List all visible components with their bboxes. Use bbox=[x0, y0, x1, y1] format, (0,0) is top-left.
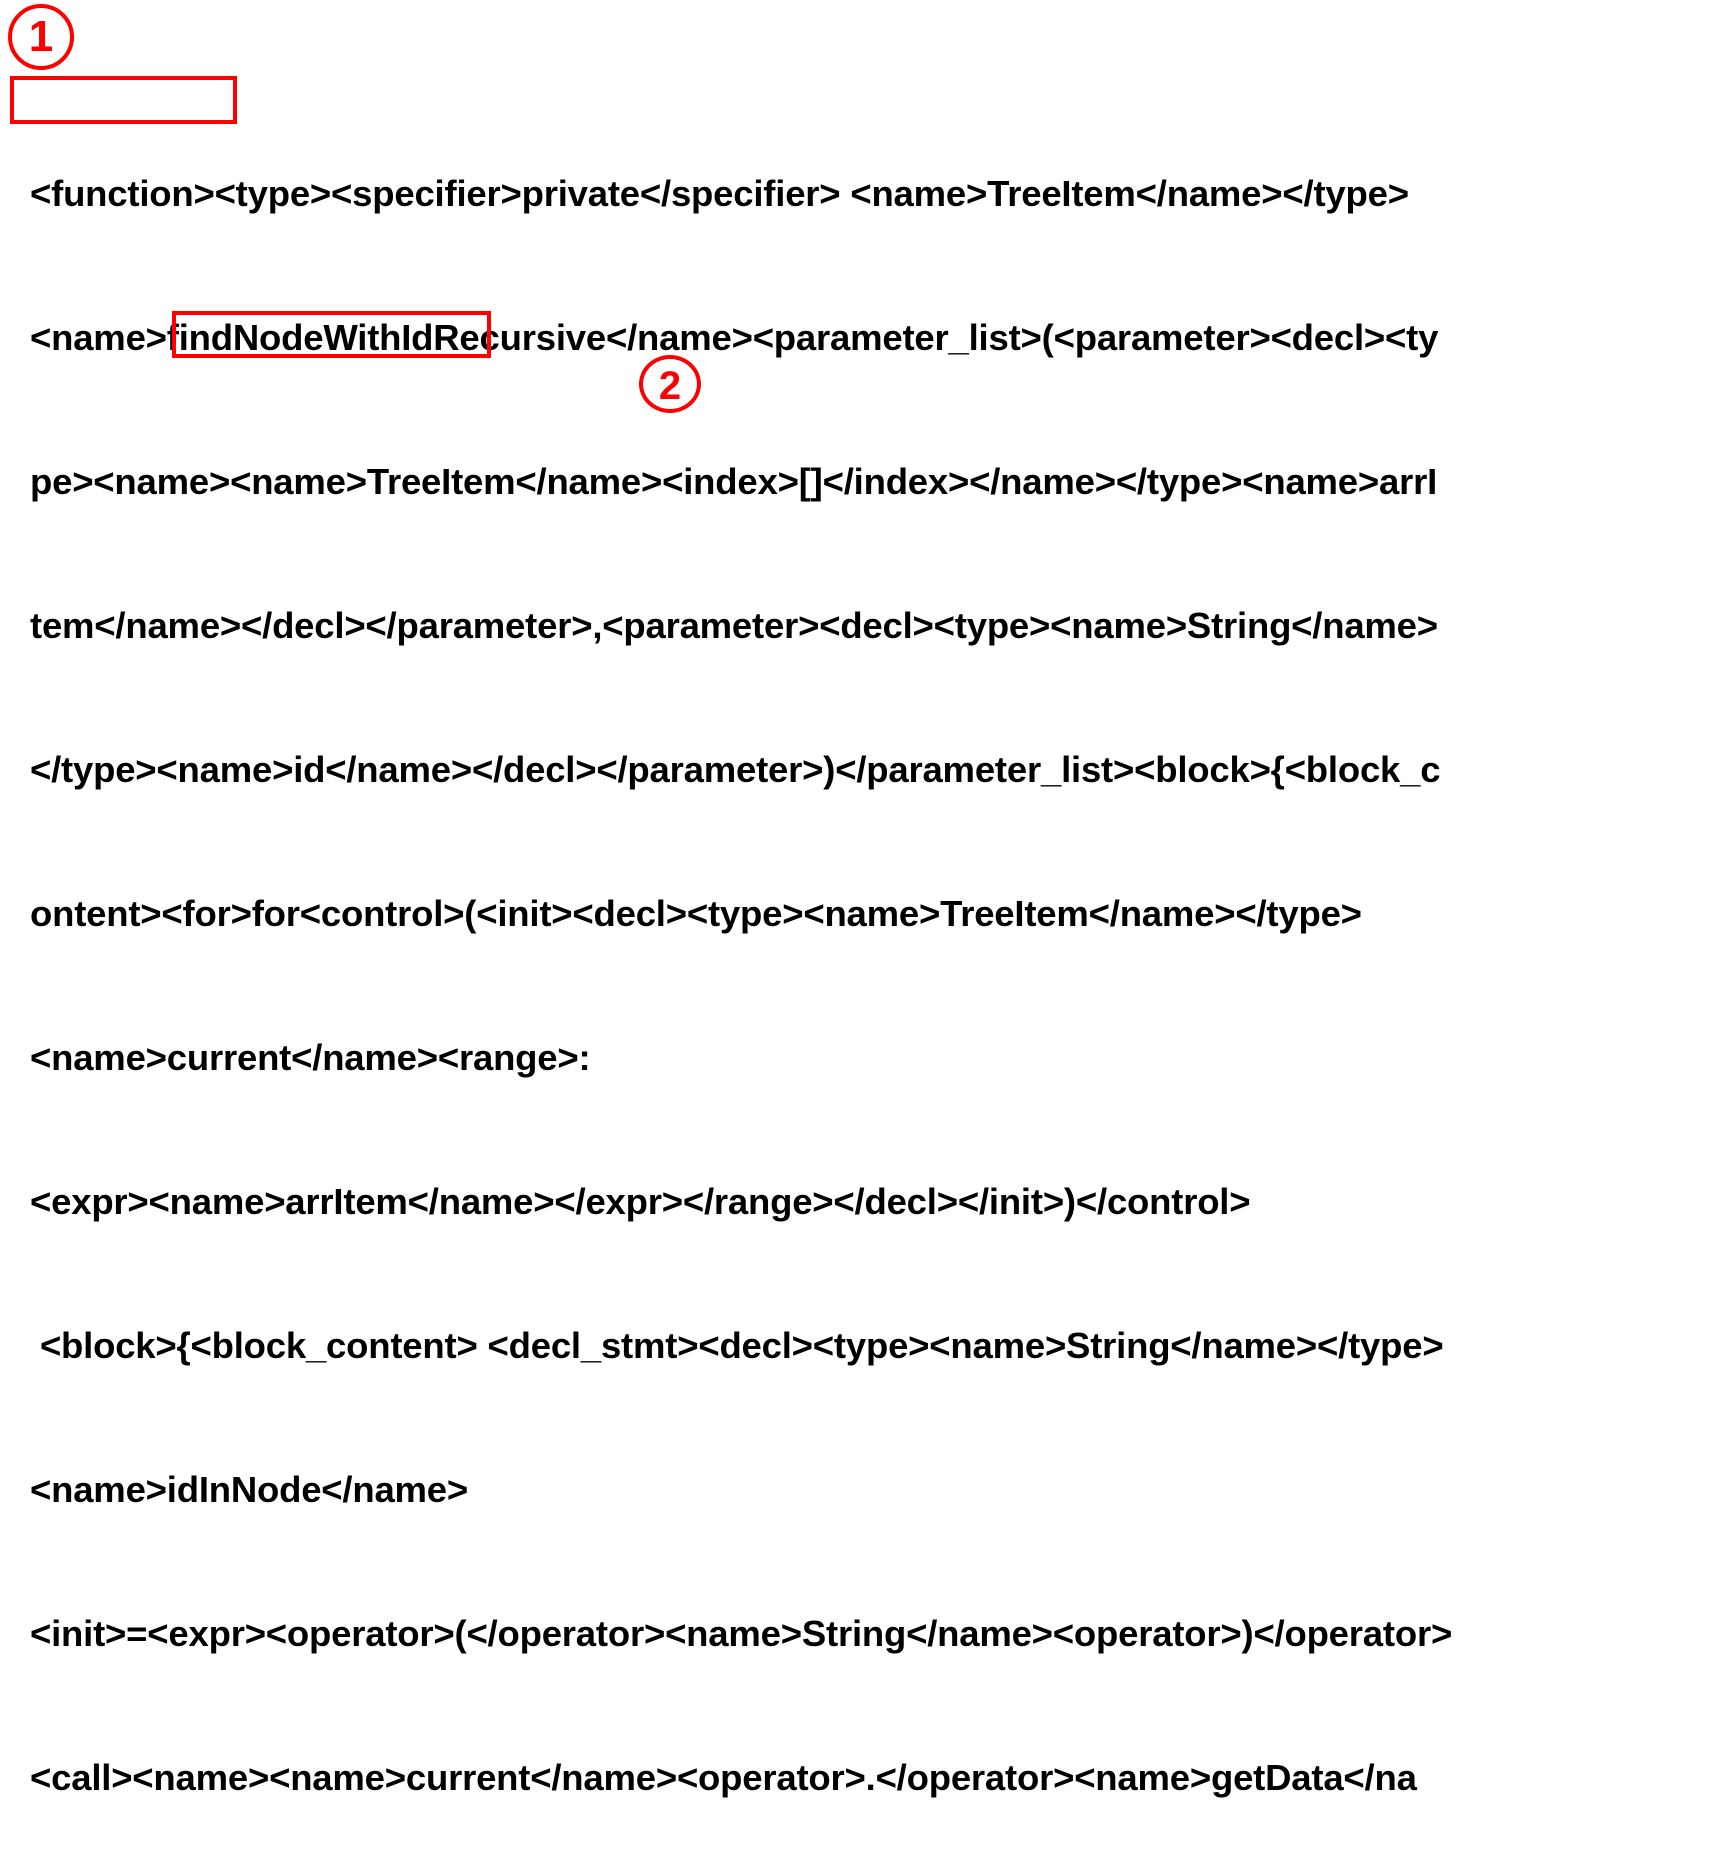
code-line: <name>findNodeWithIdRecursive</name><par… bbox=[30, 317, 1439, 358]
code-line: <function><type><specifier>private</spec… bbox=[30, 173, 1409, 214]
code-line: tem</name></decl></parameter>,<parameter… bbox=[30, 605, 1438, 646]
code-line: </type><name>id</name></decl></parameter… bbox=[30, 749, 1441, 790]
annotation-marker-1: 1 bbox=[8, 4, 74, 70]
srcml-code-text: <function><type><specifier>private</spec… bbox=[30, 74, 1720, 1864]
code-line: <block>{<block_content> <decl_stmt><decl… bbox=[30, 1325, 1444, 1366]
code-line: <call><name><name>current</name><operato… bbox=[30, 1757, 1417, 1798]
code-line: <init>=<expr><operator>(</operator><name… bbox=[30, 1613, 1453, 1654]
code-line: <expr><name>arrItem</name></expr></range… bbox=[30, 1181, 1251, 1222]
code-line: <name>current</name><range>: bbox=[30, 1037, 591, 1078]
annotation-marker-2: 2 bbox=[639, 355, 701, 413]
code-line: <name>idInNode</name> bbox=[30, 1469, 469, 1510]
code-line: pe><name><name>TreeItem</name><index>[]<… bbox=[30, 461, 1438, 502]
code-line: ontent><for>for<control>(<init><decl><ty… bbox=[30, 893, 1362, 934]
annotated-code-canvas: <function><type><specifier>private</spec… bbox=[8, 4, 1453, 1798]
